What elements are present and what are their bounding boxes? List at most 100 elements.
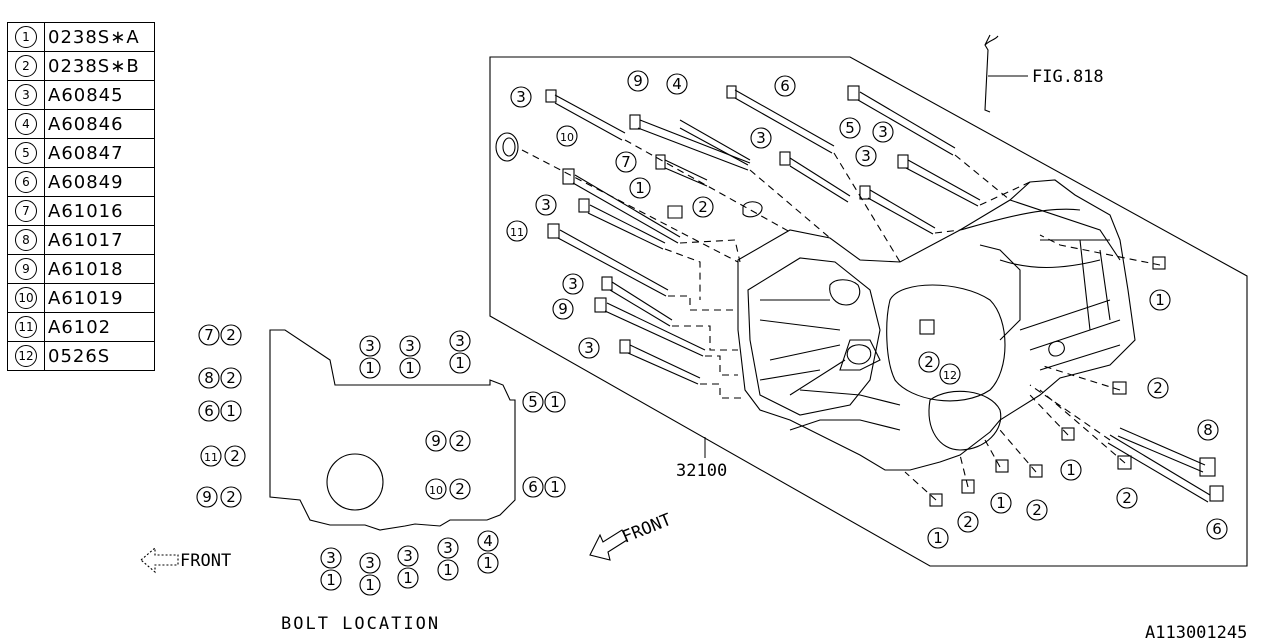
legend-row: 4 A60846 (7, 109, 155, 139)
part-callout: 9 (627, 70, 649, 92)
part-callout: 2 (1147, 377, 1169, 399)
callout-number: 3 (443, 539, 453, 557)
legend-number: 8 (7, 225, 45, 255)
callout-number: 1 (550, 478, 560, 496)
bolt-location-callout: 5 (522, 391, 544, 413)
bolt-location-callout: 3 (397, 545, 419, 567)
bolt-location-callout: 2 (224, 445, 246, 467)
bolt-location-callout: 2 (220, 367, 242, 389)
bolt-location-callout: 2 (449, 478, 471, 500)
legend-part-code: A60849 (44, 167, 155, 197)
callout-circle: 4 (15, 113, 37, 135)
callout-circle: 1 (15, 26, 37, 48)
callout-number: 2 (226, 326, 236, 344)
legend-part-code: A60847 (44, 138, 155, 168)
callout-number: 9 (431, 432, 441, 450)
callout-number: 1 (455, 354, 465, 372)
bolt-location-callout: 1 (437, 559, 459, 581)
front-label-small: FRONT (180, 551, 231, 571)
bolt-location-callout: 3 (359, 552, 381, 574)
callout-number: 10 (429, 484, 443, 497)
callout-number: 3 (584, 339, 594, 357)
part-callout: 3 (872, 121, 894, 143)
front-arrow-small (140, 546, 179, 574)
bolt-location-callout: 1 (544, 391, 566, 413)
bolt-location-title: BOLT LOCATION (281, 614, 440, 634)
callout-number: 1 (226, 402, 236, 420)
part-callout: 4 (666, 73, 688, 95)
callout-number: 1 (443, 561, 453, 579)
bolt-location-callout: 9 (425, 430, 447, 452)
part-callout: 12 (939, 363, 961, 385)
oil-seal (495, 132, 519, 162)
bolt-location-callout: 6 (198, 400, 220, 422)
dipstick (984, 34, 999, 113)
callout-circle: 3 (15, 84, 37, 106)
bolt-location-callout: 7 (198, 324, 220, 346)
callout-number: 11 (510, 226, 524, 239)
part-callout: 6 (1206, 518, 1228, 540)
callout-circle: 7 (15, 200, 37, 222)
callout-number: 11 (204, 451, 218, 464)
callout-number: 5 (845, 119, 855, 137)
callout-number: 2 (1032, 501, 1042, 519)
bolt-location-callout: 1 (359, 574, 381, 596)
bolt-location-callout: 1 (544, 476, 566, 498)
bolt-location-callout: 1 (359, 357, 381, 379)
part-callout: 3 (510, 86, 532, 108)
callout-number: 2 (698, 198, 708, 216)
callout-number: 3 (365, 337, 375, 355)
front-label-main: FRONT (619, 510, 674, 548)
callout-number: 4 (483, 532, 493, 550)
bolt-location-callout: 8 (198, 367, 220, 389)
callout-number: 3 (861, 147, 871, 165)
callout-number: 2 (924, 353, 934, 371)
part-callout: 9 (552, 298, 574, 320)
callout-number: 2 (963, 513, 973, 531)
callout-circle: 10 (15, 287, 37, 309)
bolt-location-callout: 3 (359, 335, 381, 357)
bolt-location-callout: 1 (449, 352, 471, 374)
callout-number: 8 (1203, 421, 1213, 439)
callout-number: 2 (226, 488, 236, 506)
part-callout: 1 (629, 177, 651, 199)
callout-number: 12 (943, 369, 957, 382)
callout-number: 2 (230, 447, 240, 465)
legend-part-code: A60845 (44, 80, 155, 110)
bolt-location-callout: 1 (477, 552, 499, 574)
part-callout: 8 (1197, 419, 1219, 441)
front-arrow-main (589, 529, 628, 561)
part-callout: 3 (750, 127, 772, 149)
part-callout: 1 (927, 527, 949, 549)
legend-row: 3 A60845 (7, 80, 155, 110)
legend-number: 1 (7, 22, 45, 52)
callout-number: 2 (455, 432, 465, 450)
callout-number: 1 (365, 576, 375, 594)
callout-circle: 8 (15, 229, 37, 251)
callout-number: 2 (455, 480, 465, 498)
part-number-label: 32100 (676, 461, 727, 481)
bolt-location-callout: 3 (449, 330, 471, 352)
bolt-location-callout: 3 (320, 547, 342, 569)
bolt-location-callout: 4 (477, 530, 499, 552)
part-callout: 6 (774, 75, 796, 97)
callout-circle: 6 (15, 171, 37, 193)
part-callout: 3 (855, 145, 877, 167)
callout-number: 1 (550, 393, 560, 411)
legend-part-code: 0526S (44, 341, 155, 371)
callout-number: 3 (403, 547, 413, 565)
legend-part-code: A60846 (44, 109, 155, 139)
callout-number: 8 (204, 369, 214, 387)
callout-circle: 11 (15, 316, 37, 338)
callout-number: 1 (996, 494, 1006, 512)
callout-circle: 12 (15, 345, 37, 367)
callout-number: 1 (933, 529, 943, 547)
legend-part-code: 0238S∗A (44, 22, 155, 52)
legend-number: 12 (7, 341, 45, 371)
part-callout: 2 (918, 351, 940, 373)
callout-circle: 9 (15, 258, 37, 280)
